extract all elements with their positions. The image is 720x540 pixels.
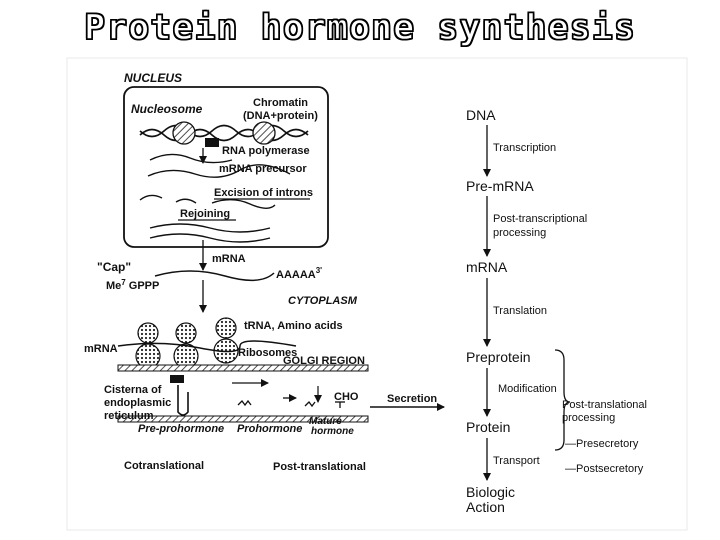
flow-biologic-2: Action — [466, 499, 505, 515]
label-pre-prohormone: Pre-prohormone — [138, 423, 224, 435]
transcript-wave — [149, 153, 233, 164]
label-trna: tRNA, Amino acids — [244, 320, 343, 332]
flow-preprotein: Preprotein — [466, 349, 531, 365]
label-cho: CHO — [334, 391, 359, 403]
page-title: Protein hormone synthesis — [83, 7, 636, 48]
processing-brace — [554, 349, 571, 451]
label-cisterna-1: Cisterna of — [104, 384, 162, 396]
flow-protein: Protein — [466, 419, 510, 435]
figure-panel — [66, 57, 688, 531]
label-cap: "Cap" — [97, 260, 131, 274]
mrna-strand — [154, 270, 275, 282]
flow-pre-mrna: Pre-mRNA — [466, 178, 534, 194]
flow-chart: DNA Transcription Pre-mRNA Post-transcri… — [466, 107, 647, 515]
flow-post-transcriptional-2: processing — [493, 227, 546, 239]
transcript-wave — [147, 164, 291, 178]
nucleus-box — [123, 86, 329, 248]
flow-transport: Transport — [493, 455, 540, 467]
flow-post-transcriptional-1: Post-transcriptional — [493, 213, 587, 225]
label-golgi: GOLGI REGION — [283, 355, 365, 367]
label-rna-polymerase: RNA polymerase — [222, 145, 310, 157]
label-mrna-cytoplasm: mRNA — [212, 253, 246, 265]
label-mrna-ribosome: mRNA — [84, 343, 118, 355]
label-cisterna-3: reticulum — [104, 410, 154, 422]
label-cotranslational: Cotranslational — [124, 460, 204, 472]
nascent-chain — [177, 385, 189, 416]
label-chromatin: Chromatin — [253, 97, 308, 109]
label-rejoining: Rejoining — [180, 208, 230, 220]
mrna-strand — [117, 340, 297, 353]
label-mrna-precursor: mRNA precursor — [219, 163, 307, 175]
label-excision: Excision of introns — [214, 187, 313, 199]
er-membrane — [117, 364, 369, 423]
prohormone-chain — [237, 399, 252, 407]
label-mature-1: Mature — [309, 416, 342, 427]
rna-polymerase-block — [205, 138, 219, 147]
label-chromatin-sub: (DNA+protein) — [243, 110, 318, 122]
flow-ptp-1: Post-translational — [562, 399, 647, 411]
nucleosome-bead — [172, 121, 196, 145]
flow-dna: DNA — [466, 107, 496, 123]
flow-postsecretory: —Postsecretory — [565, 463, 644, 475]
flow-ptp-2: processing — [562, 412, 615, 424]
label-ribosomes: Ribosomes — [238, 347, 297, 359]
signal-block — [170, 375, 184, 383]
label-nucleus: NUCLEUS — [124, 71, 182, 85]
flow-biologic-1: Biologic — [466, 484, 515, 500]
nucleosome-bead — [252, 121, 276, 145]
label-post-translational: Post-translational — [273, 461, 366, 473]
label-me-gppp: Me7 GPPP — [106, 278, 159, 292]
flow-transcription: Transcription — [493, 142, 556, 154]
label-cisterna-2: endoplasmic — [104, 397, 171, 409]
label-polya: AAAAA3' — [276, 266, 322, 281]
dna-strand — [139, 124, 309, 142]
flow-mrna: mRNA — [466, 259, 508, 275]
flow-modification: Modification — [498, 383, 557, 395]
label-prohormone: Prohormone — [237, 423, 302, 435]
label-secretion: Secretion — [387, 393, 437, 405]
label-mature-2: hormone — [311, 426, 354, 437]
label-cytoplasm: CYTOPLASM — [288, 295, 358, 307]
flow-presecretory: —Presecretory — [565, 438, 639, 450]
mature-chain — [304, 401, 316, 408]
flow-translation: Translation — [493, 305, 547, 317]
label-nucleosome: Nucleosome — [131, 102, 203, 116]
